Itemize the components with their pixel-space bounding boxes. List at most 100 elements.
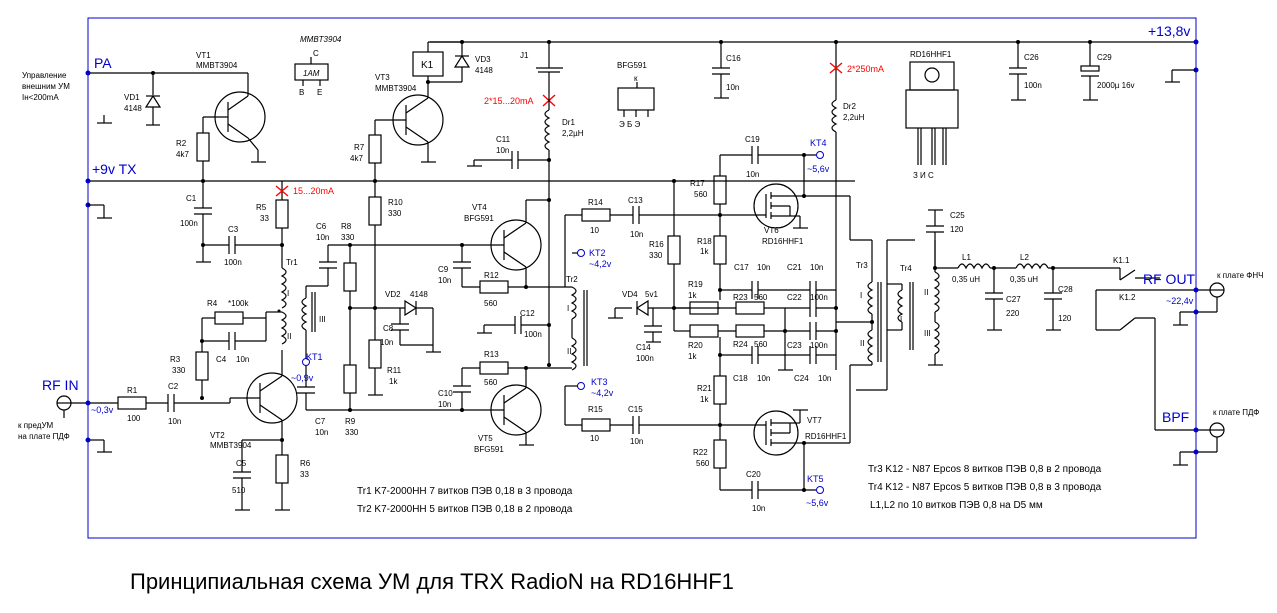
svg-text:100n: 100n [810, 293, 828, 302]
svg-text:C3: C3 [228, 225, 239, 234]
svg-text:MMBT3904: MMBT3904 [210, 441, 252, 450]
svg-text:Э Б Э: Э Б Э [619, 120, 640, 129]
svg-text:*100k: *100k [228, 299, 249, 308]
svg-text:VT7: VT7 [807, 416, 822, 425]
svg-text:KT1: KT1 [306, 352, 323, 362]
svg-text:1k: 1k [389, 377, 398, 386]
rail-9vtx: +9v TX [85, 161, 855, 184]
svg-text:2000µ 16v: 2000µ 16v [1097, 81, 1135, 90]
svg-text:Dr1: Dr1 [562, 118, 575, 127]
c28: C28 120 [1044, 266, 1073, 331]
svg-text:C26: C26 [1024, 53, 1039, 62]
svg-text:I: I [900, 315, 902, 324]
svg-text:Tr2: Tr2 [566, 275, 578, 284]
svg-text:R23: R23 [733, 293, 748, 302]
svg-text:BFG591: BFG591 [474, 445, 504, 454]
r15: R15 10 [564, 386, 633, 443]
tr3: Tr3 I II [836, 239, 915, 391]
svg-text:10n: 10n [168, 417, 181, 426]
svg-text:2*250mA: 2*250mA [847, 64, 884, 74]
svg-text:R11: R11 [387, 366, 402, 375]
vt4: VT4 BFG591 [464, 199, 549, 287]
svg-text:100n: 100n [636, 354, 654, 363]
svg-text:BFG591: BFG591 [617, 61, 647, 70]
svg-text:10: 10 [590, 434, 599, 443]
svg-text:I: I [287, 289, 289, 298]
note-tr4: Tr4 K12 - N87 Epcos 5 витков ПЭВ 0,8 в 3… [868, 482, 1102, 493]
r17: R17 560 [690, 155, 727, 236]
c2: C2 10n [167, 382, 231, 426]
svg-text:I: I [567, 304, 569, 313]
svg-text:100n: 100n [810, 341, 828, 350]
svg-text:R18: R18 [697, 237, 712, 246]
svg-text:З И С: З И С [913, 171, 934, 180]
svg-text:KT3: KT3 [591, 377, 608, 387]
dr2: 2*250mA Dr2 2,2uH [829, 40, 884, 290]
svg-text:C: C [313, 49, 319, 58]
svg-text:330: 330 [649, 251, 663, 260]
svg-text:R20: R20 [688, 341, 703, 350]
svg-text:1k: 1k [700, 395, 709, 404]
svg-text:VT5: VT5 [478, 434, 493, 443]
rf-out: RF OUT к плате ФНЧ ~22,4v [1143, 271, 1263, 326]
svg-text:10n: 10n [380, 338, 393, 347]
svg-text:II: II [924, 288, 928, 297]
c20: C20 10n [720, 470, 816, 513]
svg-text:R4: R4 [207, 299, 218, 308]
svg-text:10n: 10n [752, 504, 765, 513]
r9: R9 330 [343, 364, 359, 437]
c26: C26 100n [1009, 40, 1042, 101]
svg-text:KT4: KT4 [810, 138, 827, 148]
svg-text:R21: R21 [697, 384, 712, 393]
l2: L2 0,35 uH [1010, 253, 1049, 284]
r21: R21 1k [697, 375, 727, 440]
svg-text:R14: R14 [588, 198, 603, 207]
svg-text:5v1: 5v1 [645, 290, 658, 299]
kt2: KT2 ~4,2v [572, 248, 612, 269]
svg-text:C9: C9 [438, 265, 449, 274]
svg-text:10n: 10n [438, 400, 451, 409]
svg-text:R1: R1 [127, 386, 138, 395]
svg-text:B: B [299, 88, 304, 97]
c17: C17 10n [720, 263, 810, 299]
rf-in: RF IN ~0,3v к предУМ на плате ПДФ [18, 377, 118, 441]
svg-text:C6: C6 [316, 222, 327, 231]
svg-text:C12: C12 [520, 309, 535, 318]
svg-text:~5,6v: ~5,6v [807, 164, 830, 174]
r12: R12 560 [462, 271, 572, 308]
svg-text:560: 560 [484, 299, 498, 308]
svg-text:R15: R15 [588, 405, 603, 414]
k1-contacts: K1.1 K1.2 [1095, 256, 1210, 431]
r16: R16 330 [649, 179, 681, 308]
svg-text:R12: R12 [484, 271, 499, 280]
svg-text:KT2: KT2 [589, 248, 606, 258]
svg-text:330: 330 [341, 233, 355, 242]
svg-text:III: III [319, 315, 326, 324]
note-tr2: Tr2 K7-2000HH 5 витков ПЭВ 0,18 в 2 пров… [357, 504, 573, 515]
r1: R1 100 [117, 386, 168, 423]
svg-text:4148: 4148 [410, 290, 428, 299]
svg-text:C28: C28 [1058, 285, 1073, 294]
svg-text:10n: 10n [315, 428, 328, 437]
current-mark-2: 2*15...20mA [484, 94, 556, 107]
svg-text:III: III [924, 329, 931, 338]
pinout-mmbt3904: MMBT3904 C 1AM B E [294, 35, 342, 97]
svg-text:KT5: KT5 [807, 474, 824, 484]
c21: C21 10n [787, 263, 836, 299]
svg-text:C16: C16 [726, 54, 741, 63]
svg-text:10n: 10n [726, 83, 739, 92]
svg-text:C22: C22 [787, 293, 802, 302]
pinout-rd16hhf1: RD16HHF1 З И С [905, 50, 959, 180]
c22: C22 100n [785, 293, 836, 317]
tr1: Tr1 I II III [277, 258, 328, 376]
r20: R20 1k [673, 308, 719, 361]
pa-note-2: внешним УМ [22, 82, 70, 91]
c12: C12 100n [477, 309, 551, 339]
note-tr3: Tr3 K12 - N87 Epcos 8 витков ПЭВ 0,8 в 2… [868, 464, 1102, 475]
svg-text:560: 560 [754, 293, 768, 302]
svg-text:10n: 10n [316, 233, 329, 242]
r8: R8 330 [341, 222, 357, 365]
c6: C6 10n [316, 222, 350, 286]
svg-text:R24: R24 [733, 340, 748, 349]
svg-text:C7: C7 [315, 417, 326, 426]
